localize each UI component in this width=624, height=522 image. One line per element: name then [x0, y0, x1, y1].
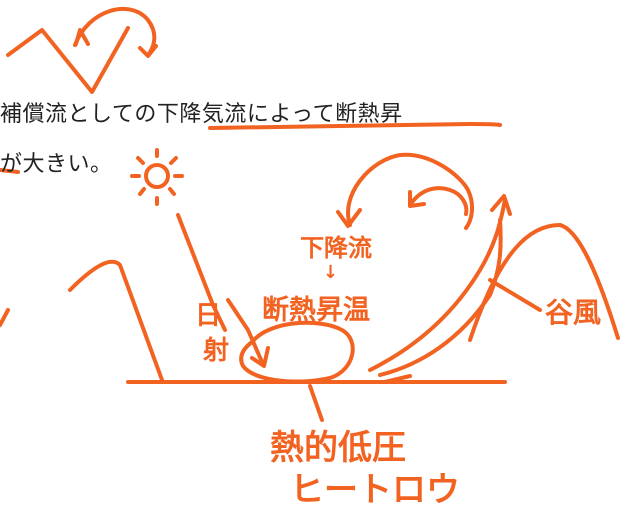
return-arrowhead [408, 190, 426, 208]
text-line-2: が大きい。 [0, 152, 113, 177]
sunlight-ray-1 [176, 213, 227, 332]
valley-wind-arrow-outer [368, 198, 507, 372]
sun-rays [130, 148, 184, 206]
downflow-arrowhead [336, 208, 362, 228]
left-mountain [68, 259, 164, 382]
label-adiabatic-warming: 断熱昇温 [262, 295, 370, 326]
top-arrowhead-2 [138, 44, 158, 58]
label-insolation-char2: 射 [203, 336, 230, 366]
label-thermal-low: 熱的低圧 [270, 428, 406, 468]
underline-downdraft [208, 122, 502, 130]
top-arrowhead-1 [74, 28, 90, 46]
thermal-low-bubble [239, 320, 355, 384]
return-loop [408, 186, 469, 216]
valley-label-pointer [488, 278, 542, 312]
underline-short [0, 168, 20, 174]
top-circulation-arrow [73, 6, 157, 57]
sunlight-arrowhead [250, 346, 270, 368]
label-heat-low: ヒートロウ [290, 470, 460, 510]
sunlight-ray-2 [226, 298, 264, 364]
right-mountain [468, 223, 620, 342]
top-mountain-sketch [6, 26, 130, 94]
far-left-stroke [0, 308, 10, 327]
label-valley-wind: 谷風 [545, 296, 602, 329]
valley-wind-arrowhead [490, 194, 512, 216]
downflow-arc [346, 152, 475, 230]
label-downflow: 下降流 [300, 234, 372, 262]
ground-arrow [383, 374, 412, 384]
label-insolation-char1: 日 [195, 301, 222, 331]
downflow-arrow-glyph: ↓ [323, 262, 339, 283]
text-line-1: 補償流としての下降気流によって断熱昇 [0, 102, 403, 127]
thermal-low-pointer [308, 384, 324, 422]
sun-icon [144, 163, 170, 189]
